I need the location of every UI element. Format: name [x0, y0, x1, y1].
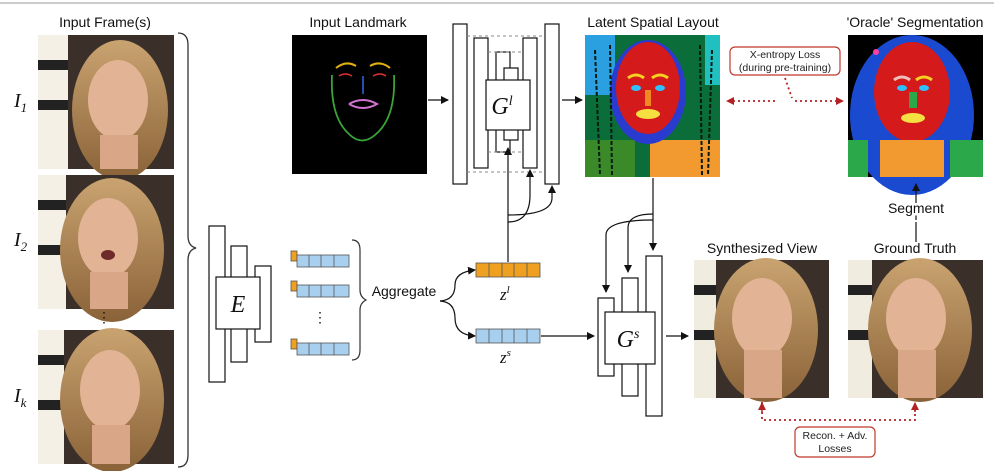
aggregate-label: Aggregate	[372, 283, 437, 299]
layout-code-symbol: zl	[499, 284, 510, 304]
style-code-vector	[475, 328, 541, 344]
svg-text:Ik: Ik	[13, 385, 27, 410]
oracle-segmentation-image	[848, 35, 983, 195]
encoder-network: E	[208, 225, 272, 383]
input-landmark-title: Input Landmark	[309, 14, 407, 30]
xentropy-connector	[784, 77, 793, 99]
input-frame-k	[38, 328, 174, 471]
encoder-label: E	[230, 292, 246, 318]
aggregate-brace	[351, 239, 368, 361]
synth-view-title: Synthesized View	[707, 240, 818, 256]
synthesized-view-image	[694, 258, 829, 402]
latent-layout-image	[585, 35, 720, 177]
svg-text:Losses: Losses	[818, 443, 851, 455]
aggregate-to-zs-arrow	[439, 300, 476, 340]
oracle-seg-title: 'Oracle' Segmentation	[847, 14, 984, 30]
frame-symbol-1: I1	[13, 90, 27, 115]
embedding-vector-1	[290, 250, 350, 268]
svg-text:Recon. + Adv.: Recon. + Adv.	[803, 430, 868, 442]
latent-layout-title: Latent Spatial Layout	[587, 14, 719, 30]
xentropy-loss-box: X-entropy Loss (during pre-training)	[729, 46, 841, 76]
image-generator-network: Gs	[597, 255, 663, 417]
embedding-ellipsis: ⋮	[313, 309, 327, 325]
frame-symbol-2: I2	[13, 229, 28, 254]
layout-generator-label: Gl	[491, 94, 512, 120]
svg-text:X-entropy Loss: X-entropy Loss	[750, 49, 821, 61]
input-frame-1	[38, 35, 174, 180]
embedding-vector-2	[290, 280, 350, 298]
svg-text:(during pre-training): (during pre-training)	[739, 62, 831, 74]
ground-truth-title: Ground Truth	[874, 240, 957, 256]
aggregate-to-zl-arrow	[439, 266, 476, 302]
layout-to-gs-arrow-2	[624, 213, 654, 273]
recon-loss-box: Recon. + Adv. Losses	[794, 426, 876, 458]
svg-text:I1: I1	[13, 90, 27, 115]
embedding-vector-k	[290, 338, 350, 356]
recon-loss-connector	[761, 402, 916, 421]
frames-ellipsis: ⋮	[97, 309, 111, 325]
input-landmark-image	[292, 35, 427, 174]
image-generator-label: Gs	[617, 327, 640, 353]
input-frame-2	[38, 175, 174, 322]
embedding-vectors: ⋮	[290, 250, 350, 356]
frame-symbol-k: Ik	[13, 385, 27, 410]
layout-code-vector	[475, 262, 541, 278]
zl-to-gl-arrow-3	[507, 185, 556, 216]
frames-brace	[177, 32, 197, 468]
layout-generator-network: Gl	[452, 23, 560, 185]
segment-label: Segment	[888, 200, 944, 216]
style-code-symbol: zs	[499, 347, 511, 367]
layout-to-gs-arrow-3	[602, 219, 654, 293]
input-frames-title: Input Frame(s)	[59, 14, 151, 30]
svg-text:I2: I2	[13, 229, 28, 254]
ground-truth-image	[848, 258, 983, 402]
zl-to-gl-arrow-2	[507, 169, 534, 223]
